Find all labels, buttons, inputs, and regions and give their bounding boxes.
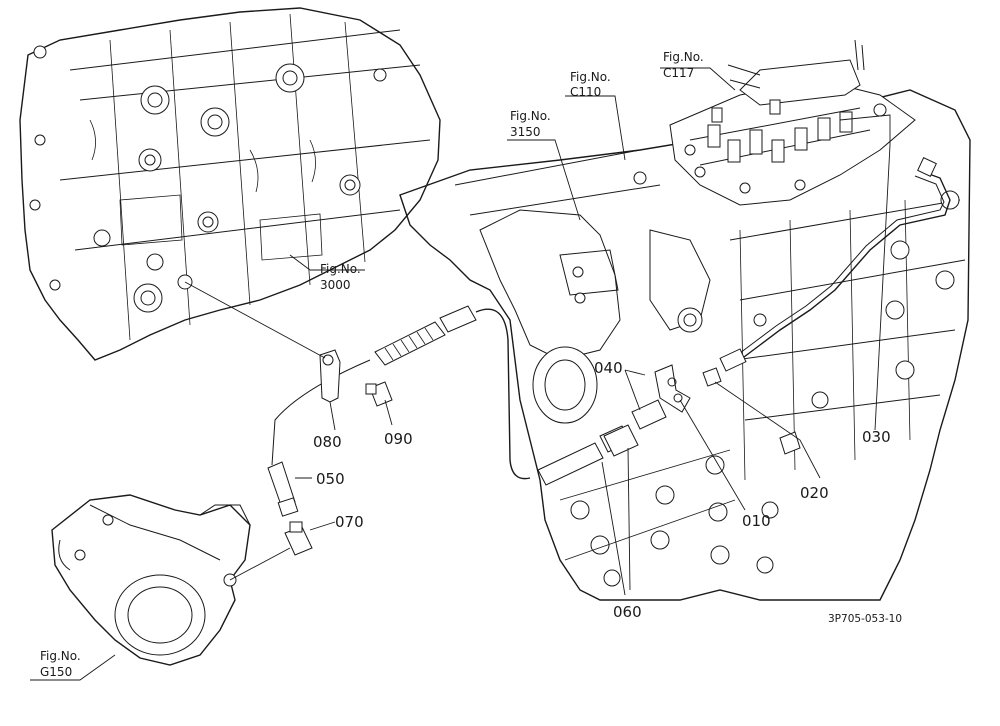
svg-text:3150: 3150 (510, 125, 541, 139)
control-valve-illustration (669, 39, 916, 206)
svg-text:Fig.No.: Fig.No. (320, 262, 361, 276)
leader-lines (30, 67, 891, 681)
fitting-050 (267, 461, 299, 517)
svg-text:3000: 3000 (320, 278, 351, 292)
pipe-030 (719, 157, 951, 372)
fig-ref-3000: Fig.No. 3000 (320, 262, 361, 292)
part-number-020: 020 (800, 484, 829, 502)
nut-fitting (702, 367, 722, 387)
bolt-090 (365, 381, 393, 407)
svg-text:Fig.No.: Fig.No. (663, 50, 704, 64)
housing-g150-illustration (51, 494, 251, 666)
svg-text:C117: C117 (663, 66, 694, 80)
part-number-070: 070 (335, 513, 364, 531)
part-number-050: 050 (316, 470, 345, 488)
part-number-010: 010 (742, 512, 771, 530)
drawing-code: 3P705-053-10 (828, 613, 902, 625)
part-number-060: 060 (613, 603, 642, 621)
svg-text:C110: C110 (570, 85, 601, 99)
hose-assembly (271, 305, 631, 486)
bolt-020 (779, 431, 801, 455)
part-number-030: 030 (862, 428, 891, 446)
svg-text:G150: G150 (40, 665, 72, 679)
elbow-070 (284, 521, 313, 556)
part-number-090: 090 (384, 430, 413, 448)
svg-text:Fig.No.: Fig.No. (570, 70, 611, 84)
svg-text:Fig.No.: Fig.No. (510, 109, 551, 123)
fig-ref-3150: Fig.No. 3150 (510, 109, 551, 139)
part-number-040: 040 (594, 359, 623, 377)
fig-ref-c110: Fig.No. C110 (570, 70, 611, 99)
adapter-060 (603, 424, 639, 457)
part-number-080: 080 (313, 433, 342, 451)
clamp-080 (319, 349, 341, 403)
engine-block-illustration (19, 7, 441, 361)
bracket-010 (654, 364, 691, 413)
adapter-040 (631, 399, 667, 430)
fig-ref-g150: Fig.No. G150 (40, 649, 81, 679)
svg-text:Fig.No.: Fig.No. (40, 649, 81, 663)
fig-ref-c117: Fig.No. C117 (663, 50, 704, 80)
